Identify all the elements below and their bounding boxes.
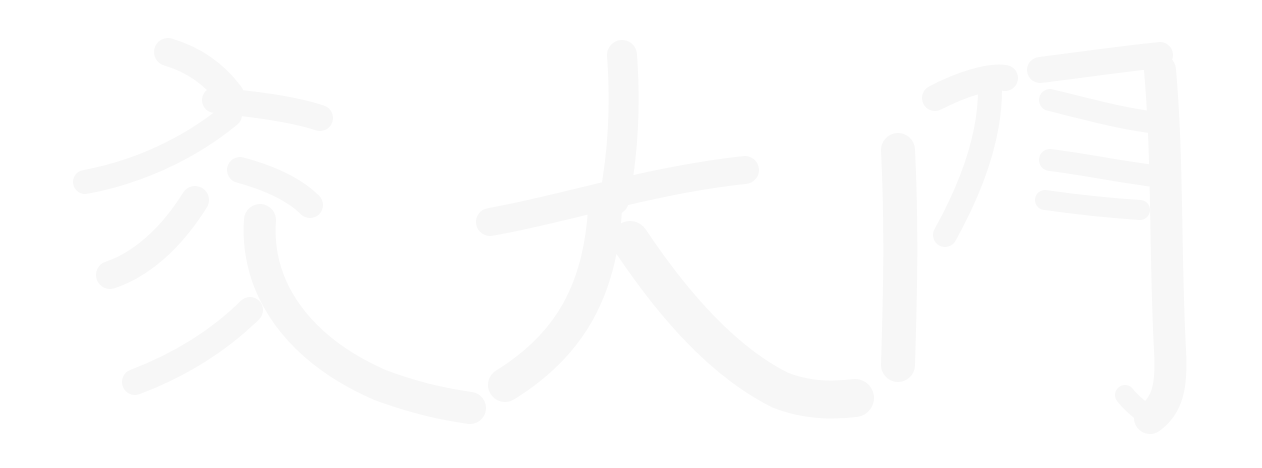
calligraphy-glyph-men <box>881 42 1187 434</box>
glyph-men-right-top <box>1027 42 1173 83</box>
glyph-wen-left-hook <box>73 103 242 194</box>
glyph-wen-mid-stroke <box>227 157 323 218</box>
glyph-men-hook-tail <box>1115 385 1160 428</box>
glyph-wen-horizontal <box>202 87 333 131</box>
glyph-men-right-inner-2 <box>1039 149 1166 187</box>
glyph-men-left-box <box>933 78 1002 247</box>
glyph-men-right-post <box>1134 54 1187 434</box>
calligraphy-glyph-da <box>476 40 874 419</box>
calligraphy-glyph-wen <box>73 38 486 424</box>
glyph-wen-left-tail <box>122 297 263 395</box>
glyph-men-left-post <box>881 133 918 382</box>
glyph-men-right-inner-1 <box>1039 89 1161 133</box>
glyph-men-right-inner-3 <box>1035 190 1150 220</box>
glyph-men-left-top <box>922 64 1018 111</box>
glyph-wen-left-sweep <box>96 186 209 289</box>
glyph-da-right-fall <box>611 221 874 419</box>
glyph-wen-right-sweep <box>243 204 486 424</box>
glyph-da-left-fall <box>488 193 622 402</box>
